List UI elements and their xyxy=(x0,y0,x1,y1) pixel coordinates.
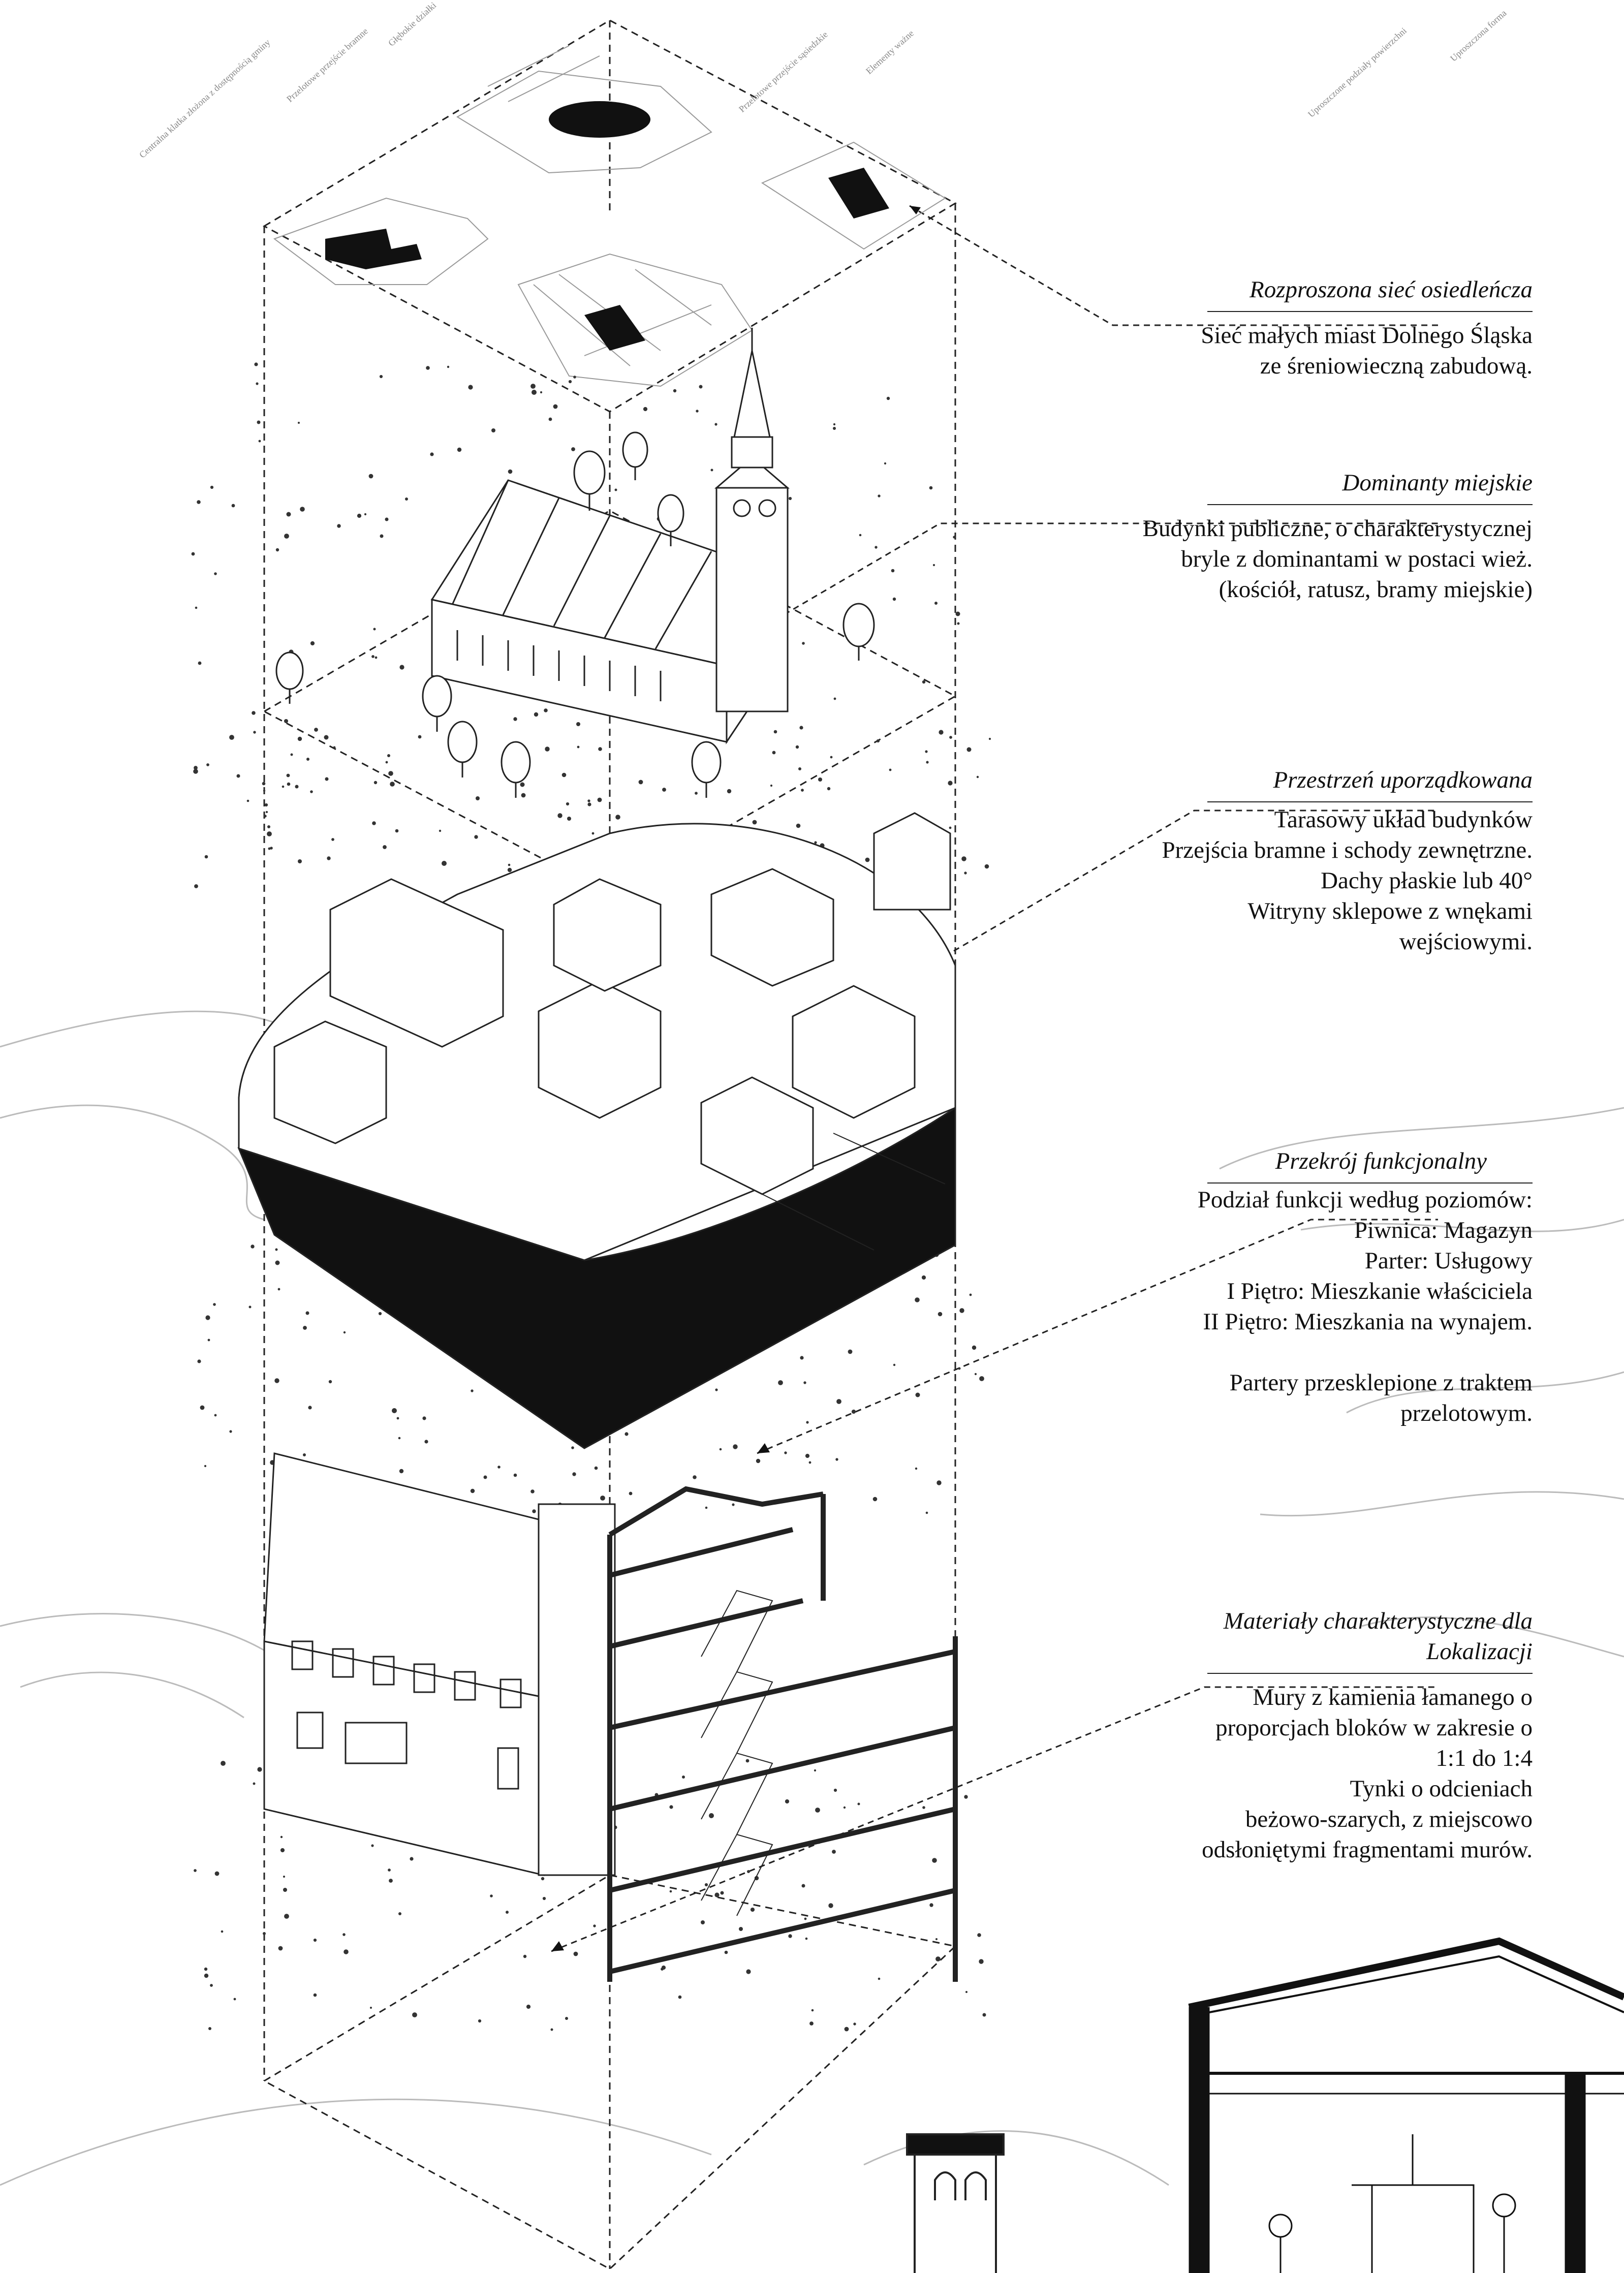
settlement-map-blocks xyxy=(325,101,889,351)
annotation-urban-dominants: Dominanty miejskie Budynki publiczne, o … xyxy=(1075,468,1533,605)
annotation-title: Przekrój funkcjonalny xyxy=(1275,1148,1487,1174)
section-building-layer xyxy=(263,1452,958,1982)
annotation-settlement-network: Rozproszona sieć osiedleńcza Sieć małych… xyxy=(1177,274,1533,381)
annotation-functional-section: Przekrój funkcjonalny Podział funkcji we… xyxy=(1126,1146,1533,1428)
annotation-body: Mury z kamienia łamanego o proporcjach b… xyxy=(1202,1684,1533,1863)
annotation-title: Przestrzeń uporządkowana xyxy=(1273,767,1533,793)
town-district-layer xyxy=(237,812,956,1449)
annotation-title: Materiały charakterystyczne dla Lokaliza… xyxy=(1223,1608,1533,1665)
annotation-body: Sieć małych miast Dolnego Śląska ze śren… xyxy=(1201,322,1533,379)
annotation-title: Rozproszona sieć osiedleńcza xyxy=(1250,276,1533,303)
interior-section-vignette xyxy=(1188,1937,1624,2273)
annotation-body: Podział funkcji według poziomów: Piwnica… xyxy=(1197,1187,1533,1426)
tower-vignette xyxy=(906,2133,1005,2273)
annotation-body: Tarasowy układ budynków Przejścia bramne… xyxy=(1162,806,1533,955)
church-layer xyxy=(430,328,790,744)
annotation-ordered-space: Przestrzeń uporządkowana Tarasowy układ … xyxy=(1126,765,1533,957)
annotation-materials: Materiały charakterystyczne dla Lokaliza… xyxy=(1126,1606,1533,1865)
annotation-body: Budynki publiczne, o charakterystycznej … xyxy=(1142,515,1533,603)
annotation-title: Dominanty miejskie xyxy=(1342,470,1533,496)
trees xyxy=(275,431,875,798)
